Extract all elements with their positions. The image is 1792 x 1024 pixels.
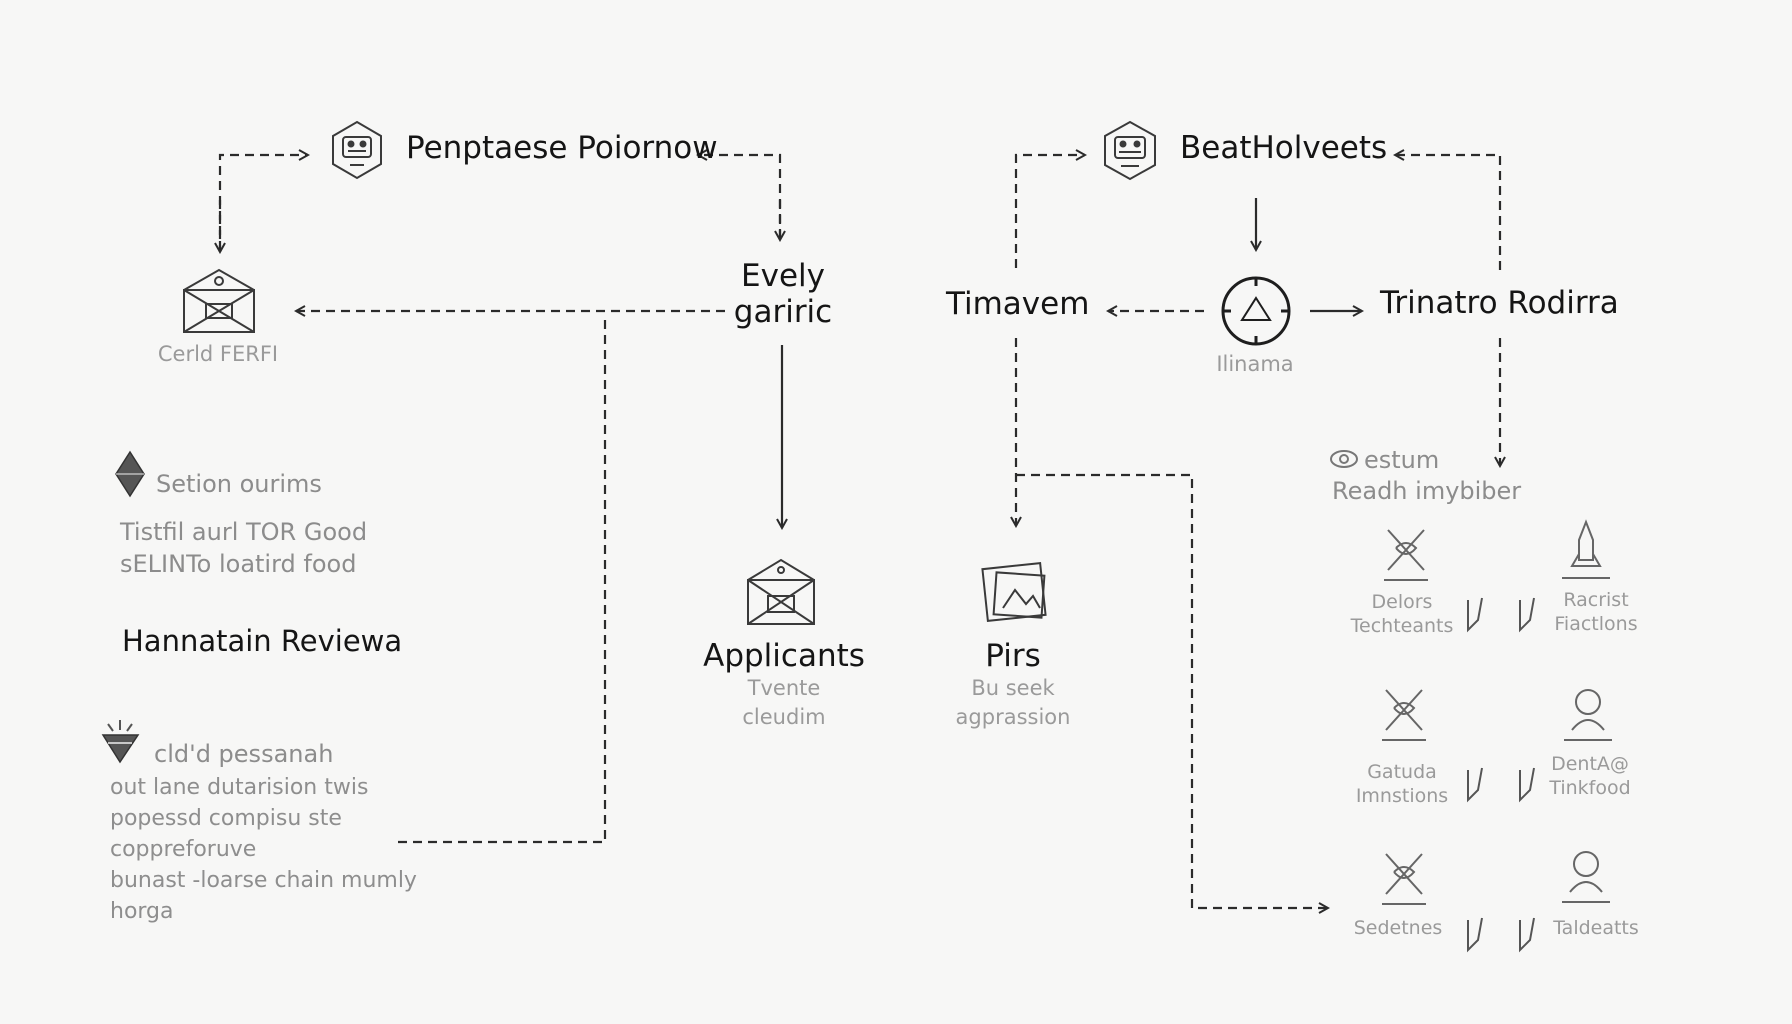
star-x-icon [1382, 689, 1426, 741]
cert-label: Cerld FERFI [157, 342, 279, 366]
tick-mark-icon [1519, 917, 1535, 953]
rocket-icon [1562, 519, 1610, 579]
node-applicants: Applicants [703, 638, 865, 674]
right-item-label: Taldeatts [1553, 917, 1639, 939]
right-item-label: Sedetnes [1353, 917, 1443, 939]
left-item-title: cld'd pessanah [154, 740, 334, 768]
right-item-label: Delors Techteants [1350, 591, 1454, 637]
left-section-title: Setion ourims [156, 470, 322, 498]
building-icon [747, 558, 815, 625]
tick-mark-icon [1519, 597, 1535, 633]
right-header-line2: Readh imybiber [1332, 477, 1522, 505]
tick-mark-icon [1467, 767, 1483, 803]
right-item-label: Racrist Fiactlons [1554, 589, 1638, 635]
tick-mark-icon [1467, 917, 1483, 953]
sparkle-diamond-icon [101, 720, 140, 764]
robot-icon [1104, 120, 1156, 181]
right-item-label: DentA@ Tinkfood [1549, 753, 1631, 799]
right-item-label: Gatuda Imnstions [1355, 761, 1449, 807]
left-item-body: out lane dutarision twis popessd compisu… [110, 775, 417, 924]
robot-icon [332, 120, 382, 180]
tick-mark-icon [1467, 597, 1483, 633]
left-section-body: Tistfil aurl TOR Good sELINTo loatird fo… [120, 518, 368, 578]
connector-long-loop [392, 320, 607, 844]
tick-mark-icon [1519, 767, 1535, 803]
connector-title-to-evely [698, 155, 782, 238]
pirs-sub: Bu seek agprassion [955, 676, 1071, 729]
node-pirs: Pirs [985, 638, 1041, 674]
clock-icon [1221, 276, 1291, 346]
right-header-line1: estum [1364, 446, 1440, 474]
person-icon [1562, 851, 1610, 903]
applicants-sub: Tvente cleudim [742, 676, 826, 729]
node-title-right: BeatHolveets [1180, 130, 1388, 166]
node-timavem: Timavem [946, 286, 1090, 322]
photo-icon [981, 562, 1047, 622]
certificate-building-icon [183, 268, 255, 333]
star-x-icon [1382, 853, 1426, 905]
connector-timavem-up [1014, 155, 1085, 268]
node-title-left: Penptaese Poiornow [406, 130, 718, 166]
right-panel-icons [1382, 519, 1612, 953]
center-caption: Ilinama [1216, 352, 1294, 376]
left-heading: Hannatain Reviewa [122, 624, 403, 658]
connector-pirs-loop [1016, 473, 1328, 908]
connector-left-top-to-title [218, 155, 308, 250]
star-x-icon [1384, 529, 1428, 581]
node-evely: Evely gariric [733, 258, 833, 330]
diamond-icon [115, 450, 145, 498]
node-trinatro: Trinatro Rodirra [1380, 285, 1619, 321]
eye-icon [1330, 450, 1358, 468]
person-icon [1564, 689, 1612, 741]
connector-trinatro-up [1395, 155, 1502, 270]
